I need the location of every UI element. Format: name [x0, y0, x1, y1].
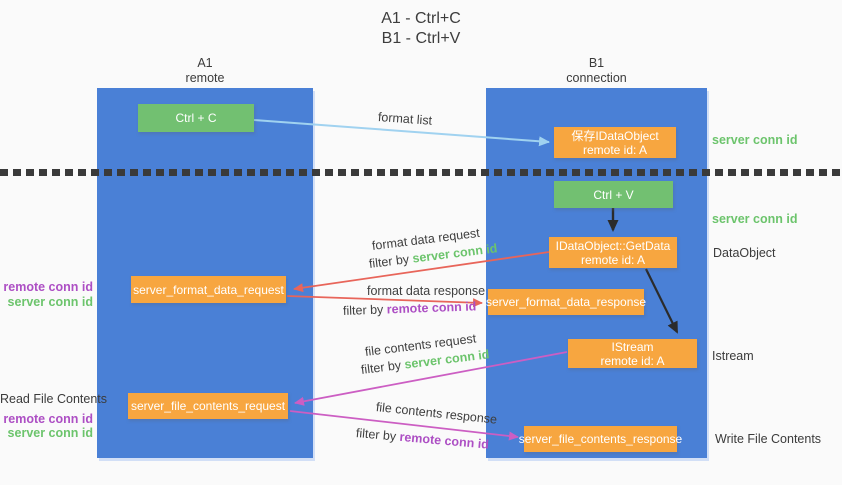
- annotation-server-conn-id-mid: server conn id: [712, 212, 798, 226]
- lifeline-header-a1: A1 remote: [97, 56, 313, 86]
- node-server-file-contents-request-label: server_file_contents_request: [130, 399, 286, 413]
- node-istream: IStream remote id: A: [568, 339, 697, 368]
- edge-label-filter-file-response: filter by remote conn id: [355, 426, 489, 452]
- title-line-2: B1 - Ctrl+V: [381, 30, 461, 47]
- node-getdata-line2: remote id: A: [580, 252, 646, 267]
- lifeline-a1-name: A1: [197, 56, 213, 70]
- node-server-format-data-request: server_format_data_request: [131, 276, 286, 303]
- lifeline-header-b1: B1 connection: [486, 56, 707, 86]
- annotation-write-file-contents: Write File Contents: [715, 432, 822, 446]
- filter-remote-conn-id-1: remote conn id: [386, 299, 477, 317]
- annotation-server-conn-id-format: server conn id: [7, 295, 93, 309]
- lifeline-a1-subtitle: remote: [185, 71, 225, 85]
- session-divider-dotted-line: [0, 169, 842, 176]
- title-line-1: A1 - Ctrl+C: [381, 10, 461, 27]
- node-save-dataobject-line1: 保存IDataObject: [571, 128, 659, 143]
- node-save-dataobject-line2: remote id: A: [582, 142, 648, 157]
- node-server-format-data-request-label: server_format_data_request: [133, 282, 284, 297]
- filter-by-text-3: filter by: [360, 358, 402, 377]
- filter-by-text-4: filter by: [355, 426, 397, 444]
- annotation-server-conn-id-file: server conn id: [7, 426, 93, 440]
- node-istream-line2: remote id: A: [600, 353, 665, 368]
- annotation-remote-conn-id-format: remote conn id: [3, 280, 93, 294]
- lifeline-b1-subtitle: connection: [566, 71, 627, 85]
- node-save-dataobject: 保存IDataObject remote id: A: [554, 127, 676, 158]
- node-ctrl-v: Ctrl + V: [554, 181, 673, 208]
- lifeline-b1-name: B1: [588, 56, 605, 70]
- annotation-read-file-contents: Read File Contents: [0, 392, 108, 406]
- node-istream-line1: IStream: [611, 339, 654, 354]
- node-server-file-contents-request: server_file_contents_request: [128, 393, 288, 419]
- filter-by-text-2: filter by: [342, 302, 384, 318]
- node-ctrl-c-label: Ctrl + C: [175, 111, 217, 125]
- node-ctrl-v-label: Ctrl + V: [593, 187, 634, 202]
- annotation-server-conn-id-top: server conn id: [712, 133, 798, 147]
- node-server-format-data-response-label: server_format_data_response: [485, 295, 647, 309]
- diagram-title: A1 - Ctrl+C B1 - Ctrl+V: [0, 9, 842, 49]
- node-getdata-line1: IDataObject::GetData: [555, 238, 671, 253]
- edge-label-format-list: format list: [377, 110, 433, 128]
- edge-label-format-data-response: format data response: [367, 284, 486, 298]
- node-server-format-data-response: server_format_data_response: [485, 289, 647, 315]
- annotation-remote-conn-id-file: remote conn id: [3, 412, 93, 426]
- node-server-file-contents-response-label: server_file_contents_response: [518, 432, 683, 446]
- filter-remote-conn-id-2: remote conn id: [399, 429, 490, 452]
- annotation-istream: Istream: [712, 349, 754, 363]
- annotation-dataobject: DataObject: [713, 246, 776, 260]
- edge-label-file-contents-response: file contents response: [375, 400, 498, 427]
- node-server-file-contents-response: server_file_contents_response: [519, 426, 682, 452]
- filter-by-text-1: filter by: [368, 252, 410, 271]
- node-getdata: IDataObject::GetData remote id: A: [549, 237, 677, 268]
- edge-label-filter-format-response: filter by remote conn id: [343, 299, 477, 318]
- node-ctrl-c: Ctrl + C: [138, 104, 254, 132]
